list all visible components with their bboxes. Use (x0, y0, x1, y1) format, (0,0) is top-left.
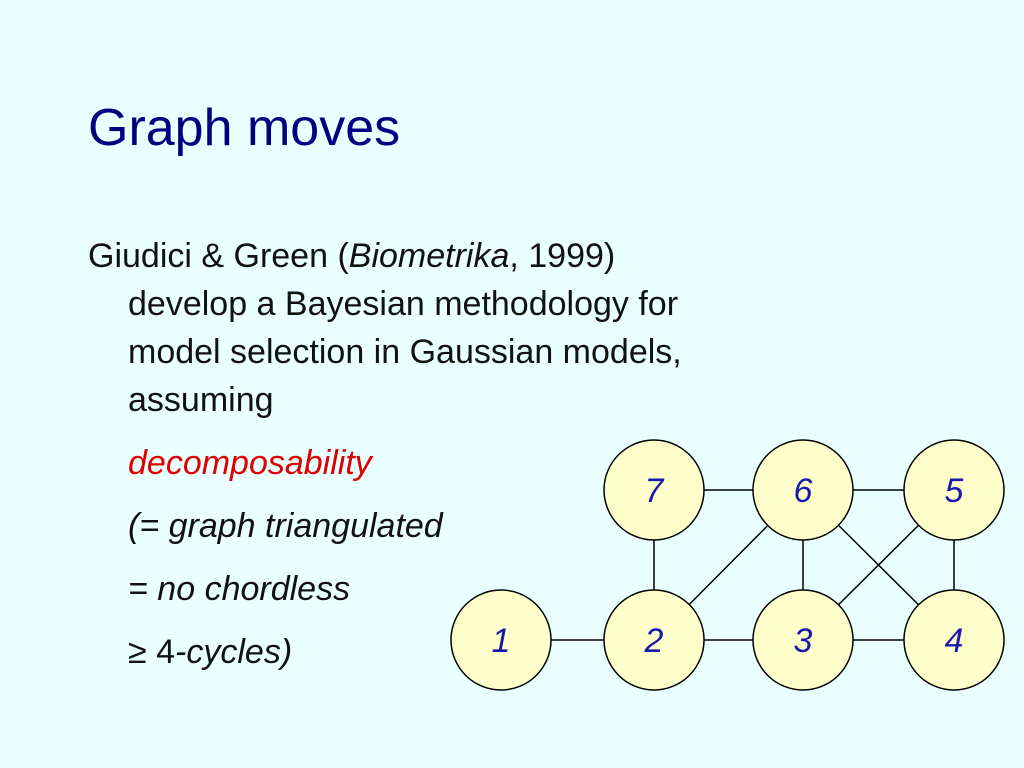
slide-body: Giudici & Green (Biometrika, 1999) devel… (88, 232, 948, 676)
node-1: 1 (450, 589, 552, 691)
cycles-line: ≥ 4-cycles) (88, 628, 948, 676)
node-label-3: 3 (794, 622, 813, 660)
node-7: 7 (603, 439, 705, 541)
edge-3-5 (837, 524, 920, 606)
node-circle-3 (752, 589, 854, 691)
node-circle-6 (752, 439, 854, 541)
node-label-7: 7 (645, 472, 665, 510)
cycles-text: -cycles) (175, 633, 293, 671)
body-line-3: model selection in Gaussian models, (128, 333, 682, 371)
node-circle-4 (903, 589, 1005, 691)
node-6: 6 (752, 439, 854, 541)
node-2: 2 (603, 589, 705, 691)
graph-nodes: 1 2 3 4 5 6 7 (450, 439, 1005, 691)
body-line-2: develop a Bayesian methodology for (128, 285, 679, 323)
citation-line: Giudici & Green (Biometrika, 1999) (88, 232, 948, 280)
slide-title: Graph moves (88, 99, 401, 157)
node-circle-1 (450, 589, 552, 691)
node-circle-5 (903, 439, 1005, 541)
node-label-2: 2 (644, 622, 664, 660)
node-label-1: 1 (492, 622, 511, 660)
node-label-5: 5 (945, 472, 964, 510)
year-text: , 1999) (509, 237, 616, 275)
edge-2-6 (688, 524, 769, 606)
decomposability-term: decomposability (128, 444, 372, 482)
chordless-line: = no chordless (128, 570, 351, 608)
node-circle-7 (603, 439, 705, 541)
node-4: 4 (903, 589, 1005, 691)
graph-edges (551, 489, 955, 641)
node-circle-2 (603, 589, 705, 691)
node-5: 5 (903, 439, 1005, 541)
geq-symbol: ≥ (128, 633, 157, 671)
triangulated-line: (= graph triangulated (128, 507, 443, 545)
node-label-6: 6 (794, 472, 813, 510)
authors-text: Giudici & Green ( (88, 237, 349, 275)
four-number: 4 (156, 633, 176, 671)
node-3: 3 (752, 589, 854, 691)
body-line-4: assuming (128, 381, 274, 419)
journal-name: Biometrika (348, 237, 510, 275)
node-label-4: 4 (945, 622, 964, 660)
